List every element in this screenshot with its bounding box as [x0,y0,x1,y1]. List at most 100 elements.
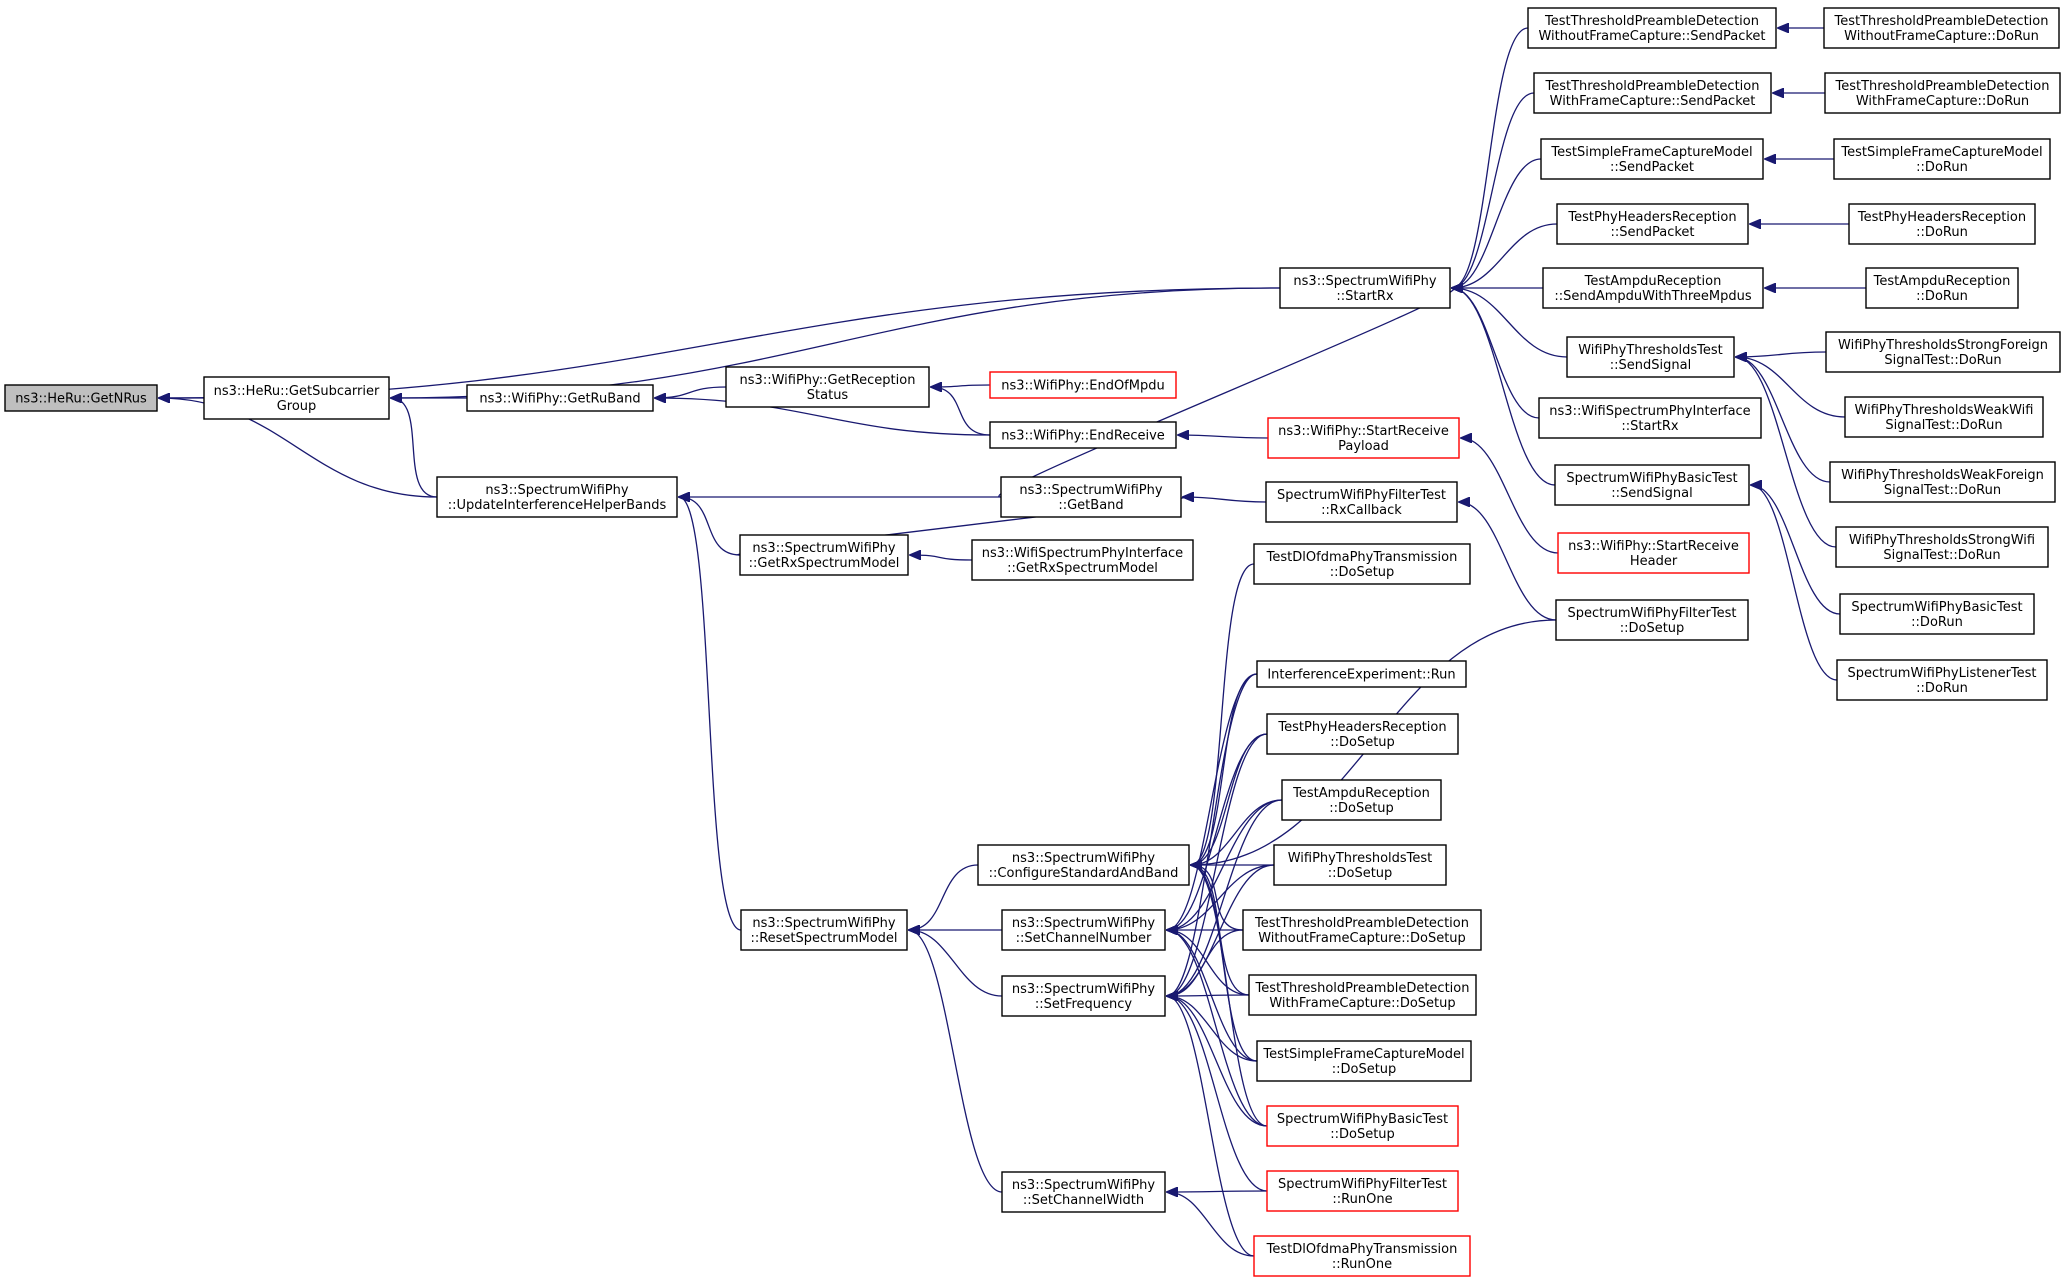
node-label-line: ::DoSetup [1330,565,1395,580]
node-label-line: ::StartRx [1336,289,1394,304]
call-edge-swbt_send-to-startrx [1452,288,1556,486]
call-edge-getrxspec-to-updateinterf [679,497,741,556]
call-edge-wsi_startrx-to-startrx [1452,288,1540,419]
node-label-line: ::SendSignal [1611,486,1692,501]
node-box [1833,138,2051,180]
function-node-swbt_run[interactable]: SpectrumWifiPhyBasicTest::DoRun [1839,593,2035,635]
call-edge-swbt_run-to-swbt_send [1751,485,1841,615]
node-label-line: ::GetRxSpectrumModel [749,556,900,571]
function-node-tpd_wo_dosetup[interactable]: TestThresholdPreambleDetectionWithoutFra… [1242,909,1482,951]
function-node-getnrus[interactable]: ns3::HeRu::GetNRus [4,384,158,412]
node-label-line: ns3::WifiSpectrumPhyInterface [1549,404,1750,419]
function-node-tpd_wo_send[interactable]: TestThresholdPreambleDetectionWithoutFra… [1527,7,1777,49]
function-node-setchanwidth[interactable]: ns3::SpectrumWifiPhy::SetChannelWidth [1001,1171,1166,1213]
function-node-swbt_send[interactable]: SpectrumWifiPhyBasicTest::SendSignal [1554,464,1750,506]
function-node-filter_runone[interactable]: SpectrumWifiPhyFilterTest::RunOne [1266,1170,1459,1212]
node-box [1836,659,2048,701]
function-node-filter_rxcb[interactable]: SpectrumWifiPhyFilterTest::RxCallback [1265,481,1458,523]
call-edge-wpt_wf-to-wpt_send [1736,357,1831,483]
node-box [1001,909,1166,951]
node-label-line: ::SetChannelWidth [1023,1193,1144,1208]
node-label-line: ::RunOne [1332,1192,1392,1207]
node-box [1829,461,2056,503]
call-edge-tar_dosetup-to-setchannum [1167,799,1283,930]
node-label-line: ::DoSetup [1330,735,1395,750]
function-node-wpt_sf[interactable]: WifiPhyThresholdsStrongForeignSignalTest… [1825,331,2061,373]
call-edge-tphr_dosetup-to-setchannum [1167,733,1268,930]
node-label-line: ::GetRxSpectrumModel [1007,561,1158,576]
node-box [1527,7,1777,49]
node-label-line: SignalTest::DoRun [1884,483,2001,498]
node-label-line: ns3::WifiPhy::StartReceive [1278,424,1449,439]
function-node-tar_send[interactable]: TestAmpduReception::SendAmpduWithThreeMp… [1542,267,1764,309]
function-node-wsi_startrx[interactable]: ns3::WifiSpectrumPhyInterface::StartRx [1538,397,1762,439]
function-node-wpt_sw[interactable]: WifiPhyThresholdsStrongWifiSignalTest::D… [1835,526,2049,568]
function-node-endreceive[interactable]: ns3::WifiPhy::EndReceive [989,421,1177,449]
function-node-tar_dosetup[interactable]: TestAmpduReception::DoSetup [1281,779,1442,821]
function-node-resetspec[interactable]: ns3::SpectrumWifiPhy::ResetSpectrumModel [740,909,908,951]
function-node-interf_run[interactable]: InterferenceExperiment::Run [1256,660,1467,688]
function-node-wpt_dosetup[interactable]: WifiPhyThresholdsTest::DoSetup [1273,844,1447,886]
node-label-line: SignalTest::DoRun [1883,548,2000,563]
node-box [1555,599,1749,641]
node-label-line: ::SendPacket [1610,160,1694,175]
function-node-setfreq[interactable]: ns3::SpectrumWifiPhy::SetFrequency [1001,975,1166,1017]
node-box [725,366,930,408]
node-label-line: TestAmpduReception [1292,786,1430,801]
function-node-tsfc_dosetup[interactable]: TestSimpleFrameCaptureModel::DoSetup [1256,1040,1472,1082]
function-node-configstd[interactable]: ns3::SpectrumWifiPhy::ConfigureStandardA… [977,844,1190,886]
call-edge-resetspec-to-updateinterf [679,497,742,931]
node-box [1265,481,1458,523]
function-node-updateinterf[interactable]: ns3::SpectrumWifiPhy::UpdateInterference… [436,476,678,518]
function-node-startrx[interactable]: ns3::SpectrumWifiPhy::StartRx [1279,267,1451,309]
function-node-wpt_wf[interactable]: WifiPhyThresholdsWeakForeignSignalTest::… [1829,461,2056,503]
function-node-wpt_send[interactable]: WifiPhyThresholdsTest::SendSignal [1566,336,1735,378]
function-node-dlofdma_runone[interactable]: TestDlOfdmaPhyTransmission::RunOne [1253,1235,1471,1277]
function-node-endofmpdu[interactable]: ns3::WifiPhy::EndOfMpdu [989,371,1177,399]
function-node-getruband[interactable]: ns3::WifiPhy::GetRuBand [466,384,654,412]
function-node-setchannum[interactable]: ns3::SpectrumWifiPhy::SetChannelNumber [1001,909,1166,951]
function-node-wsi_getrxspec[interactable]: ns3::WifiSpectrumPhyInterface::GetRxSpec… [971,539,1194,581]
node-label-line: Header [1630,554,1678,569]
node-label-line: ns3::WifiPhy::EndOfMpdu [1001,379,1164,394]
node-label-line: TestThresholdPreambleDetection [1255,981,1470,996]
function-node-getband[interactable]: ns3::SpectrumWifiPhy::GetBand [1000,476,1182,518]
function-node-tpd_w_send[interactable]: TestThresholdPreambleDetectionWithFrameC… [1533,72,1772,114]
function-node-getrxspec[interactable]: ns3::SpectrumWifiPhy::GetRxSpectrumModel [739,534,909,576]
call-edge-wpt_ww-to-wpt_send [1736,357,1846,418]
call-edge-dlofdma_runone-to-setchanwidth [1167,1192,1255,1257]
function-node-tsfc_run[interactable]: TestSimpleFrameCaptureModel::DoRun [1833,138,2051,180]
function-node-filter_dosetup[interactable]: SpectrumWifiPhyFilterTest::DoSetup [1555,599,1749,641]
call-edge-endreceive-to-getruband [655,398,991,436]
node-label-line: WifiPhyThresholdsTest [1578,343,1723,358]
function-node-tphr_run[interactable]: TestPhyHeadersReception::DoRun [1848,203,2036,245]
function-node-tar_run[interactable]: TestAmpduReception::DoRun [1865,267,2019,309]
function-node-tphr_dosetup[interactable]: TestPhyHeadersReception::DoSetup [1266,713,1459,755]
call-edge-tpd_w_dosetup-to-setchannum [1167,930,1250,996]
function-node-swbt_dosetup[interactable]: SpectrumWifiPhyBasicTest::DoSetup [1266,1105,1459,1147]
function-node-dlofdma_dosetup[interactable]: TestDlOfdmaPhyTransmission::DoSetup [1253,543,1471,585]
function-node-tpd_w_run[interactable]: TestThresholdPreambleDetectionWithFrameC… [1824,72,2061,114]
call-edge-filter_runone-to-setfreq [1167,996,1268,1192]
node-label-line: ::DoRun [1916,160,1968,175]
function-node-swlt_run[interactable]: SpectrumWifiPhyListenerTest::DoRun [1836,659,2048,701]
node-label-line: SpectrumWifiPhyBasicTest [1277,1112,1448,1127]
node-box [466,384,654,412]
function-node-wpt_ww[interactable]: WifiPhyThresholdsWeakWifiSignalTest::DoR… [1844,396,2044,438]
function-node-tphr_send[interactable]: TestPhyHeadersReception::SendPacket [1556,203,1749,245]
node-box [1542,267,1764,309]
node-label-line: ::StartRx [1621,419,1679,434]
node-layer: ns3::HeRu::GetNRus ns3::HeRu::GetSubcarri… [4,7,2061,1277]
node-label-line: SpectrumWifiPhyListenerTest [1847,666,2036,681]
function-node-tpd_w_dosetup[interactable]: TestThresholdPreambleDetectionWithFrameC… [1248,974,1477,1016]
call-edge-filter_rxcb-to-getband [1183,497,1267,503]
node-label-line: ::DoSetup [1329,801,1394,816]
function-node-tsfc_send[interactable]: TestSimpleFrameCaptureModel::SendPacket [1540,138,1764,180]
node-box [1825,331,2061,373]
call-edge-startrecvheader-to-startrecvpayload [1461,438,1559,554]
function-node-tpd_wo_run[interactable]: TestThresholdPreambleDetectionWithoutFra… [1823,7,2060,49]
